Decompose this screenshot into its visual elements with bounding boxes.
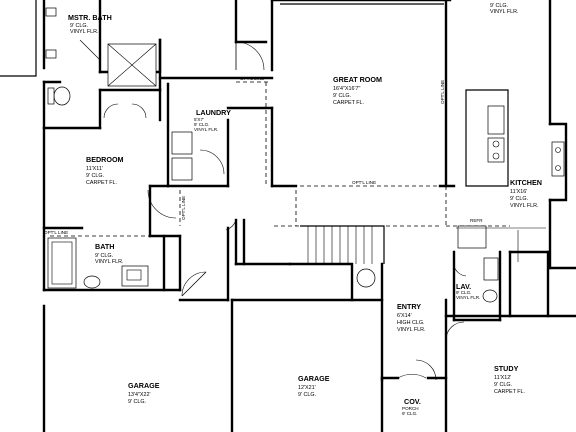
garage-left-line-1: 13'4"X22': [128, 392, 151, 398]
study-line-3: CARPET FL.: [494, 389, 525, 395]
bedroom-name: BEDROOM: [86, 155, 124, 164]
covered-porch-name: COV.: [404, 397, 421, 406]
study-name: STUDY: [494, 364, 519, 373]
refrigerator: [457, 225, 487, 249]
entry-name: ENTRY: [397, 302, 421, 311]
great-room-line-1: 16'4"X16'7": [333, 86, 361, 92]
great-room-line-2: 9' CLG.: [333, 93, 351, 99]
garage-left-line-2: 9' CLG.: [128, 399, 146, 405]
kitchen-line-2: 9' CLG.: [510, 196, 528, 202]
refrigerator-label: REFR: [470, 218, 483, 223]
doors: [79, 39, 467, 381]
master-bath-line-1: 9' CLG.: [70, 23, 88, 29]
dryer: [171, 157, 193, 181]
lav-line-2: VINYL FLR.: [456, 295, 480, 300]
master-bath-name: MSTR. BATH: [68, 13, 112, 22]
water-heater: [356, 268, 376, 288]
great-room-name: GREAT ROOM: [333, 75, 382, 84]
washer: [171, 131, 193, 155]
garage-center-line-1: 12'X21': [298, 385, 316, 391]
fixtures: [45, 7, 565, 303]
covered-porch-line-1: PORCH: [402, 406, 419, 411]
room-labels: MSTR. BATH 9' CLG. VINYL FLR. 9' CLG. VI…: [68, 3, 542, 416]
bathtub: [47, 237, 77, 289]
sink: [45, 7, 57, 17]
opt-line-label-vertical: OPT'L LINE: [440, 80, 445, 104]
master-bath-line-2: VINYL FLR.: [70, 29, 99, 35]
range: [551, 141, 565, 177]
laundry-line-2: 9' CLG.: [194, 122, 209, 127]
lav-line-1: 9' CLG.: [456, 290, 471, 295]
opt-line-label: OPT'L LINE: [352, 180, 376, 185]
bedroom-line-3: CARPET FL.: [86, 180, 117, 186]
entry-line-3: VINYL FLR.: [397, 327, 426, 333]
kitchen-line-3: VINYL FLR.: [510, 203, 539, 209]
stairs: [300, 225, 385, 264]
great-room-line-3: CARPET FL.: [333, 100, 364, 106]
entry-line-1: 6'X14': [397, 313, 412, 319]
bedroom-line-2: 9' CLG.: [86, 173, 104, 179]
garage-center-line-2: 9' CLG.: [298, 392, 316, 398]
lav-sink: [483, 257, 499, 281]
laundry-name: LAUNDRY: [196, 108, 231, 117]
bedroom-line-1: 11'X11': [86, 166, 103, 172]
kitchen-line-1: 11'X16': [510, 189, 527, 195]
annotations: OPT'L LINE OPT'L LINE OPT'L LINE OPT'L L…: [44, 76, 483, 235]
toilet: [83, 275, 101, 289]
garage-center-name: GARAGE: [298, 374, 330, 383]
vanity: [121, 265, 149, 287]
garage-left-name: GARAGE: [128, 381, 160, 390]
sink: [45, 49, 57, 59]
opt-line-label: OPT'L LINE: [44, 230, 68, 235]
lav-name: LAV.: [456, 282, 471, 291]
dishwasher: [487, 105, 505, 135]
laundry-line-1: 5'X7': [194, 117, 204, 122]
partial-room-line-1: 9' CLG.: [490, 3, 508, 9]
bath-line-1: 9' CLG.: [95, 253, 113, 259]
kitchen-name: KITCHEN: [510, 178, 542, 187]
opt-line-label: OPT'L LINE: [240, 76, 264, 81]
bath-line-2: VINYL FLR.: [95, 259, 124, 265]
partial-room-line-2: VINYL FLR.: [490, 9, 519, 15]
toilet: [53, 86, 71, 106]
covered-porch-line-2: 9' CLG.: [402, 411, 417, 416]
entry-line-2: HIGH CLG.: [397, 320, 425, 326]
opt-line-label-vertical: OPT'L LINE: [181, 196, 186, 220]
kitchen-sink: [487, 137, 505, 163]
laundry-line-3: VINYL FLR.: [194, 127, 218, 132]
study-line-1: 11'X12': [494, 375, 511, 381]
bath-name: BATH: [95, 242, 114, 251]
lav-toilet: [482, 289, 498, 303]
study-line-2: 9' CLG.: [494, 382, 512, 388]
